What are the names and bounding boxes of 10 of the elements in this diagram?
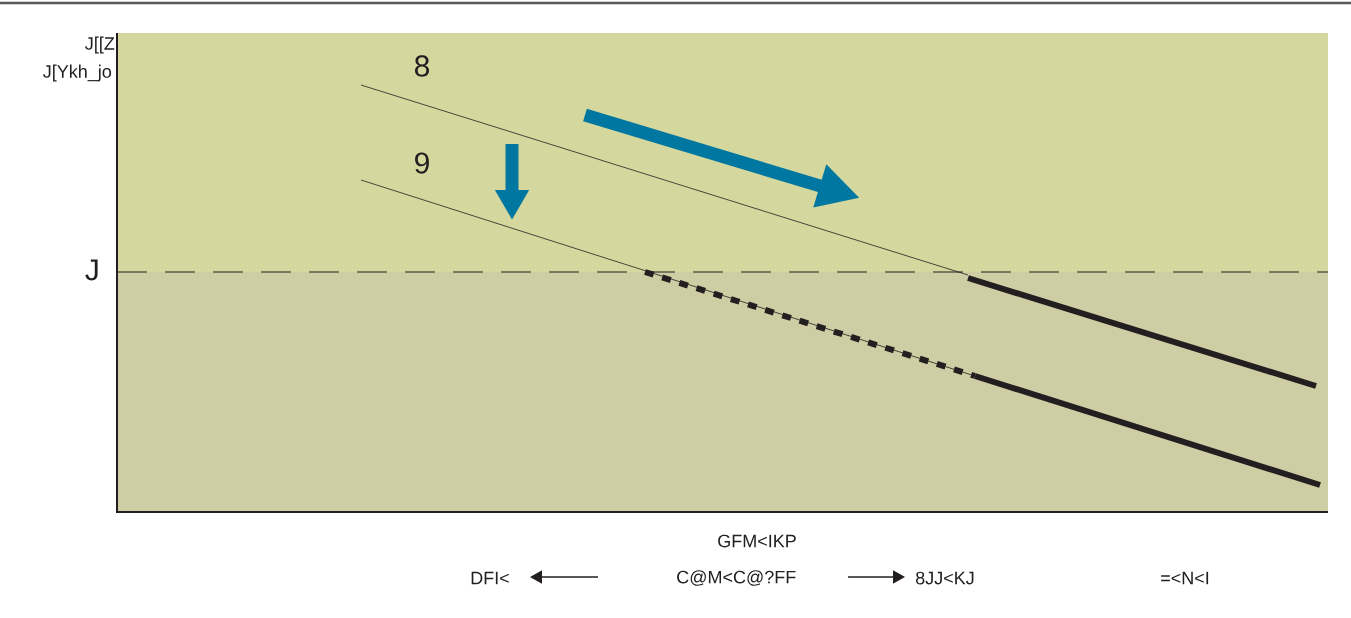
direction-label: C@M<C@?FF [677,570,796,586]
direction-label: DFI< [471,571,509,585]
axis-label: J[[Z [85,36,115,54]
axis-value-label: J [85,259,98,281]
axis-label: J[Ykh_jo [43,64,112,82]
direction-label: 8JJ<KJ [916,571,974,585]
line-label: 9 [415,152,429,174]
line-label: 8 [414,55,430,77]
direction-label: =<N<I [1161,571,1209,585]
axis-title: GFM<IKP [718,534,796,548]
